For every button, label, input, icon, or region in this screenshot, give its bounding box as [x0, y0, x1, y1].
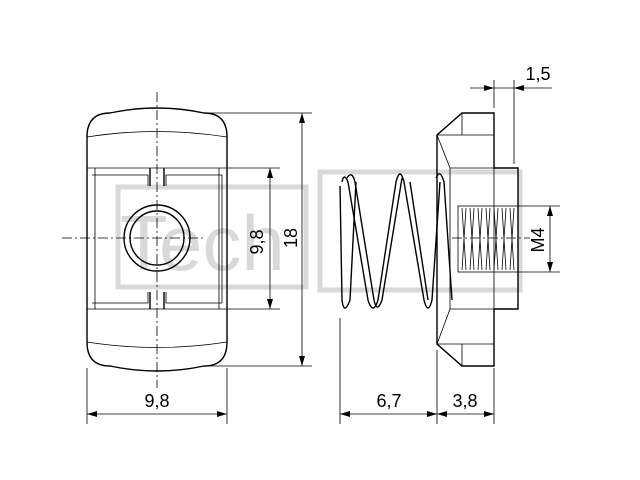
dim-slot-height: 9,8 [227, 167, 280, 310]
dim-slot-height-label: 9,8 [247, 229, 267, 254]
dim-total-height: 18 [207, 112, 312, 367]
dim-thread: M4 [518, 205, 560, 273]
dim-chamfer-label: 1,5 [525, 64, 550, 84]
dim-front-width: 9,8 [86, 368, 228, 424]
dim-thread-label: M4 [528, 227, 548, 252]
dim-total-height-label: 18 [281, 228, 301, 248]
watermark-logo: Tech [115, 169, 523, 293]
dim-front-width-label: 9,8 [144, 391, 169, 411]
side-view-nut [436, 112, 530, 367]
dim-nut-thickness: 3,8 [437, 368, 495, 424]
dim-spring-length-label: 6,7 [376, 391, 401, 411]
front-view-nut [62, 92, 228, 388]
svg-text:Tech: Tech [120, 199, 285, 287]
dim-spring-length: 6,7 [339, 318, 438, 424]
dim-chamfer: 1,5 [470, 64, 552, 164]
dim-nut-thickness-label: 3,8 [452, 391, 477, 411]
